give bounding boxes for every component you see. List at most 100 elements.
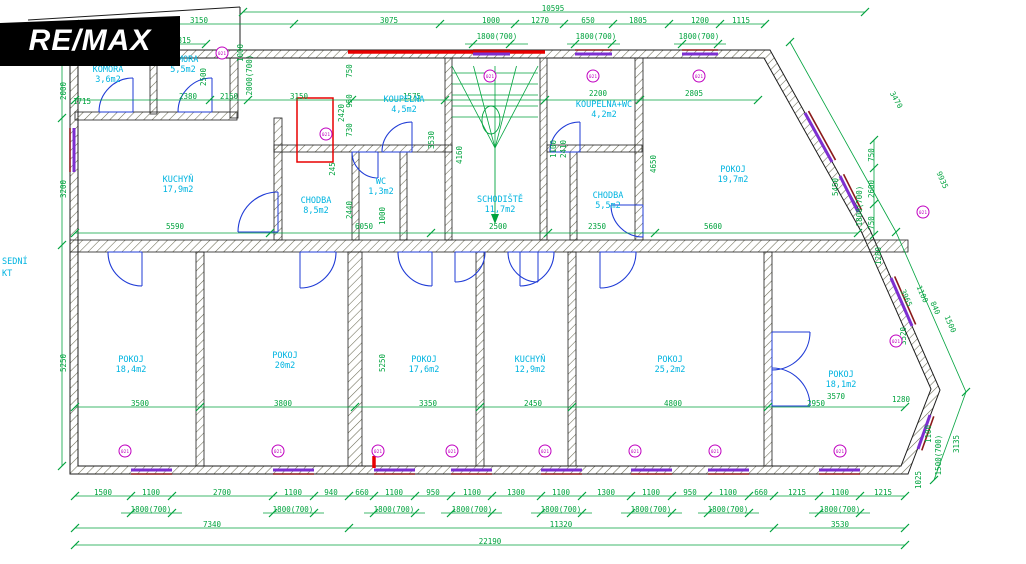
dimension-tick [869, 230, 879, 240]
dimension-label: 3150 [290, 92, 309, 101]
dimension-label: 2450 [524, 399, 543, 408]
dimension-label: 660 [355, 488, 369, 497]
dimension-tick [900, 402, 910, 412]
marker-label: 021 [486, 74, 494, 80]
dimension-label: 5250 [378, 353, 387, 372]
room-area: 4,2m2 [591, 110, 617, 120]
dimension-tick [567, 402, 577, 412]
dimension-label: 2500 [199, 67, 208, 86]
dimension-tick [126, 491, 136, 501]
dimension-label: 750 [867, 148, 876, 162]
marker-circle [538, 444, 552, 458]
interior-wall [149, 57, 158, 115]
outer-wall [69, 49, 941, 475]
dimension-label: 2950 [807, 399, 826, 408]
dimension-label: 940 [324, 488, 338, 497]
door-arc [610, 204, 644, 238]
dimension-label: 950 [683, 488, 697, 497]
room-area: 5,5m2 [170, 65, 196, 75]
dimension-tick [760, 19, 770, 29]
dimension-tick [446, 508, 456, 518]
dimension-tick [70, 491, 80, 501]
door-arc [507, 251, 539, 283]
interior-wall [475, 251, 485, 467]
dimension-label: 1280 [874, 246, 883, 265]
dimension-tick [650, 228, 660, 238]
dimension-tick [369, 491, 379, 501]
dimension-label: 1100 [642, 488, 661, 497]
dimension-tick [626, 508, 636, 518]
dimension-tick [167, 508, 177, 518]
room-area: 3,6m2 [95, 75, 121, 85]
dimension-label: 1100 [463, 488, 482, 497]
dimension-label: 4160 [455, 145, 464, 164]
dimension-tick [487, 491, 497, 501]
marker-label: 021 [836, 449, 844, 455]
dimension-tick [929, 475, 939, 485]
dimension-label: 3075 [380, 16, 398, 25]
dimension-tick [435, 19, 445, 29]
interior-wall [347, 251, 363, 467]
window-frame [893, 276, 917, 325]
interior-wall [539, 57, 548, 241]
dimension-label: 1500 [94, 488, 113, 497]
room-name: KOUPELNA+WC [576, 100, 632, 110]
dimension-tick [243, 95, 253, 105]
door-arc [98, 77, 134, 113]
dimension-label: 1100 [719, 488, 738, 497]
dimension-tick [426, 228, 436, 238]
room-area: 12,9m2 [515, 365, 546, 375]
dimension-tick [238, 7, 248, 17]
dimension-tick [869, 163, 879, 173]
dimension-tick [703, 508, 713, 518]
dimension-tick [961, 387, 971, 397]
dimension-label: 950 [345, 94, 354, 108]
dimension-label: 1100 [831, 488, 850, 497]
dimension-label: 1800(700) [541, 505, 582, 514]
marker-circle [628, 444, 642, 458]
dimension-label: 2000(700) [245, 55, 254, 96]
dimension-label: 1100 [385, 488, 404, 497]
interior-wall [399, 151, 408, 241]
marker-circle [708, 444, 722, 458]
dimension-tick [536, 508, 546, 518]
interior-wall [273, 144, 453, 153]
stair-winder [451, 65, 496, 149]
room-area: 19,7m2 [718, 175, 749, 185]
door-arc [549, 121, 581, 153]
marker-circle [118, 444, 132, 458]
dimension-label: 6050 [355, 222, 374, 231]
dimension-label: 1800(700) [679, 32, 720, 41]
dimension-tick [900, 491, 910, 501]
remax-logo: RE/MAX [0, 16, 180, 66]
dimension-label: 1800(700) [576, 32, 617, 41]
neighbor-text: KT [2, 269, 12, 279]
dimension-tick [769, 491, 779, 501]
dimension-tick [626, 491, 636, 501]
dimension-tick [814, 491, 824, 501]
dimension-tick [677, 39, 687, 49]
dimension-label: 1800(700) [820, 505, 861, 514]
dimension-tick [347, 95, 357, 105]
dimension-line [789, 41, 897, 233]
dimension-label: 3500 [131, 399, 150, 408]
dimension-tick [607, 39, 617, 49]
dimension-label: 1800(700) [477, 32, 518, 41]
door-arc [351, 151, 379, 179]
dimension-label: 1280 [892, 395, 911, 404]
room-name: KOUPELNA [384, 95, 425, 105]
dimension-label: 950 [426, 488, 440, 497]
room-name: KOMORA [168, 55, 199, 65]
door-arc [237, 191, 279, 233]
dimension-tick [126, 508, 136, 518]
dimension-tick [57, 113, 67, 123]
stair-winder [494, 65, 517, 149]
window [838, 175, 860, 213]
dimension-tick [195, 402, 205, 412]
dimension-tick [350, 402, 360, 412]
dimension-tick [510, 19, 520, 29]
dimension-label: 5590 [166, 222, 185, 231]
room-area: 17,9m2 [163, 185, 194, 195]
